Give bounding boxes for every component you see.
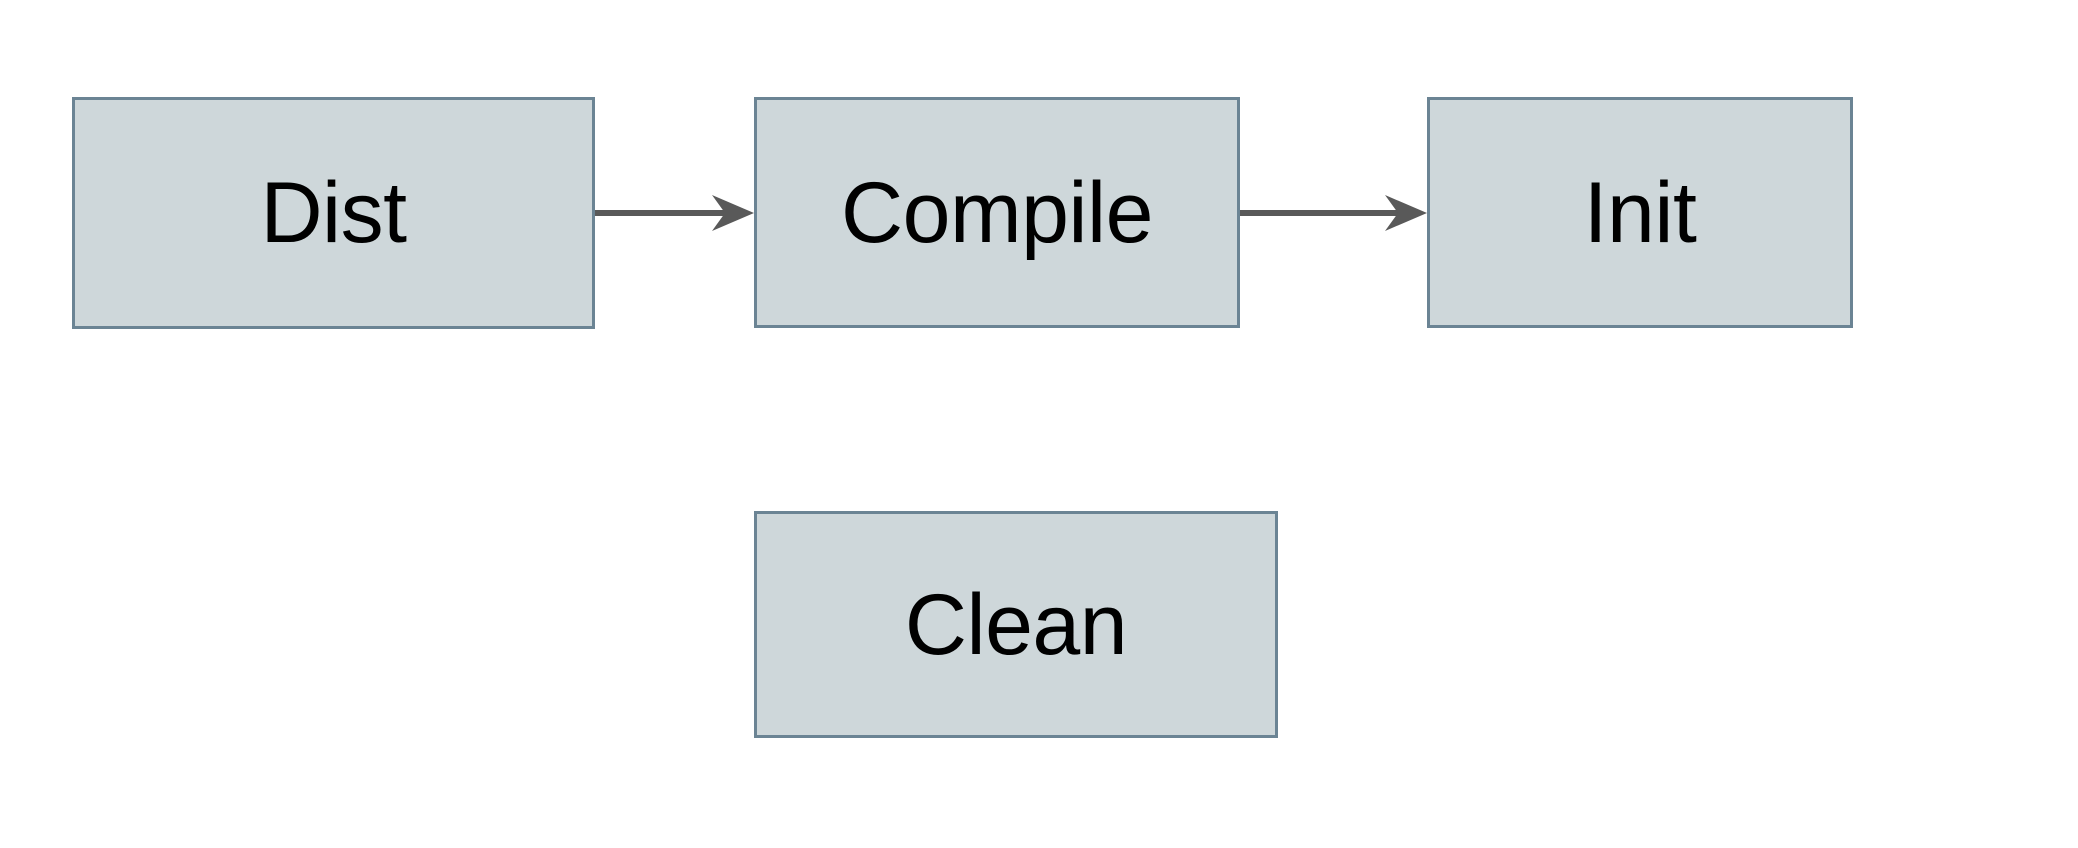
node-init-label: Init	[1583, 164, 1697, 261]
node-init[interactable]: Init	[1427, 97, 1853, 328]
node-compile-label: Compile	[841, 164, 1153, 261]
edge-compile-to-init	[1240, 193, 1427, 233]
node-dist[interactable]: Dist	[72, 97, 595, 329]
node-dist-label: Dist	[260, 165, 407, 261]
edge-dist-to-compile	[595, 193, 754, 233]
node-compile[interactable]: Compile	[754, 97, 1240, 328]
node-clean-label: Clean	[904, 576, 1128, 673]
node-clean[interactable]: Clean	[754, 511, 1278, 738]
